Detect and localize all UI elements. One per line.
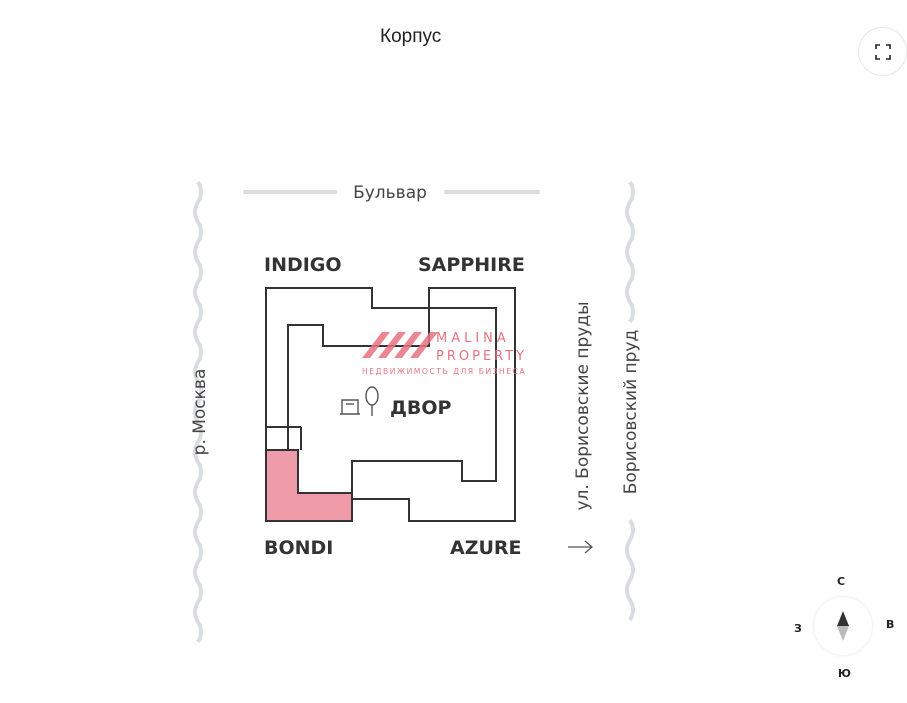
building-label-bondi: BONDI	[264, 537, 333, 559]
page-title: Корпус	[380, 26, 442, 47]
river-line	[193, 180, 203, 644]
compass: С З В Ю	[794, 575, 900, 685]
compass-needle-icon	[837, 611, 849, 641]
compass-south: Ю	[838, 667, 851, 680]
watermark-tagline: НЕДВИЖИМОСТЬ ДЛЯ БИЗНЕСА	[362, 367, 526, 376]
watermark-line1: MALINA	[436, 331, 510, 346]
pond-label: Борисовский пруд	[621, 330, 641, 495]
compass-ring	[814, 597, 872, 655]
boulevard-label: Бульвар	[353, 183, 427, 203]
courtyard-icon	[340, 386, 379, 416]
building-label-azure: AZURE	[450, 537, 522, 559]
malina-logo-icon	[362, 332, 438, 358]
compass-east: В	[886, 618, 895, 631]
river-label: р. Москва	[190, 369, 210, 456]
malina-property-watermark: MALINA PROPERTY НЕДВИЖИМОСТЬ ДЛЯ БИЗНЕСА	[362, 331, 527, 376]
fullscreen-icon	[874, 43, 891, 60]
watermark-line2: PROPERTY	[436, 349, 527, 364]
compass-west: З	[794, 622, 802, 635]
street-label: ул. Борисовские пруды	[573, 301, 593, 510]
street-arrow-icon	[568, 540, 593, 554]
courtyard-label: ДВОР	[390, 397, 452, 419]
compass-north: С	[837, 575, 846, 588]
highlighted-section[interactable]	[265, 449, 353, 522]
pond-line	[625, 180, 635, 622]
building-label-indigo: INDIGO	[264, 254, 342, 276]
building-label-sapphire: SAPPHIRE	[418, 254, 525, 276]
